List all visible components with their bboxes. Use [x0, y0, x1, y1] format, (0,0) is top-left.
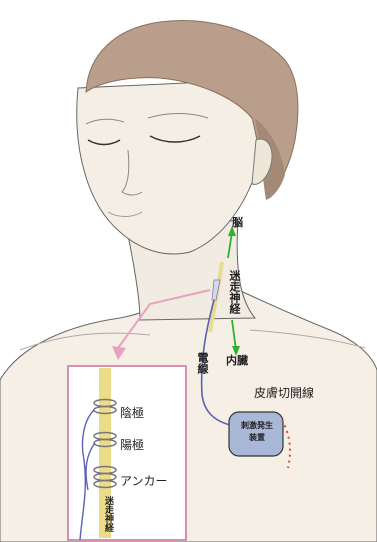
label-generator: 刺激発生装置: [238, 419, 276, 443]
label-vagus-nerve-inset: 迷走神経: [102, 496, 115, 532]
shoulders: [0, 286, 377, 542]
inset-frame: [68, 366, 186, 540]
label-cathode: 陰極: [120, 404, 144, 421]
label-electrode-wire: 電線: [194, 352, 210, 374]
label-vagus-nerve: 迷走神経: [226, 270, 242, 314]
label-skin-incision-line: 皮膚切開線: [254, 384, 314, 401]
label-viscera: 内臓: [226, 352, 248, 368]
label-anode: 陽極: [120, 436, 144, 453]
label-anchor: アンカー: [120, 472, 168, 489]
label-brain: 脳: [232, 214, 243, 230]
